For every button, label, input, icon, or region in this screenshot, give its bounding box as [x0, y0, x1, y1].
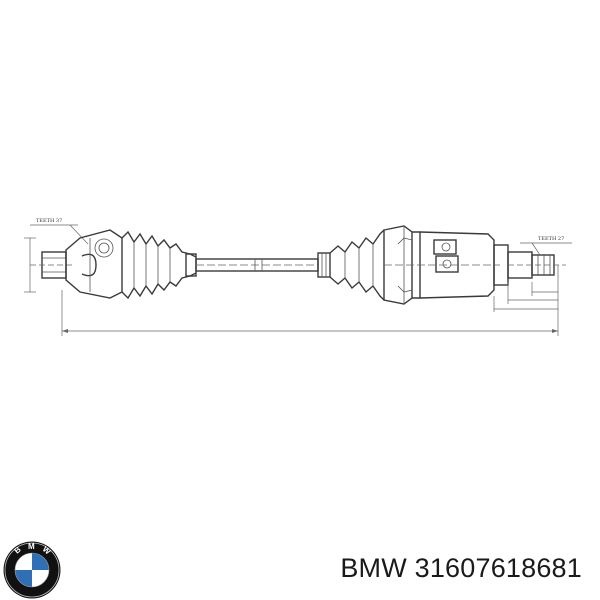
right-teeth-callout: TEETH 27 [493, 236, 572, 312]
brand-name: BMW [340, 553, 407, 583]
bmw-logo: B M W [3, 541, 61, 599]
drive-shaft-bar [195, 258, 319, 272]
left-teeth-label: TEETH 37 [36, 218, 62, 224]
left-boot [121, 230, 197, 300]
right-teeth-label: TEETH 27 [538, 236, 564, 242]
svg-text:W: W [41, 545, 53, 557]
part-caption: BMW 31607618681 [340, 553, 582, 584]
svg-text:M: M [28, 542, 35, 551]
svg-text:B: B [13, 545, 23, 556]
left-cv-joint [65, 229, 123, 299]
right-spline-stub [493, 244, 566, 286]
right-boot [317, 229, 385, 301]
left-teeth-callout: TEETH 37 [30, 218, 89, 245]
part-number: 31607618681 [414, 553, 582, 583]
right-joint-housing [383, 225, 500, 305]
overall-length-dimension [61, 265, 559, 336]
left-spline-stub [24, 237, 72, 293]
